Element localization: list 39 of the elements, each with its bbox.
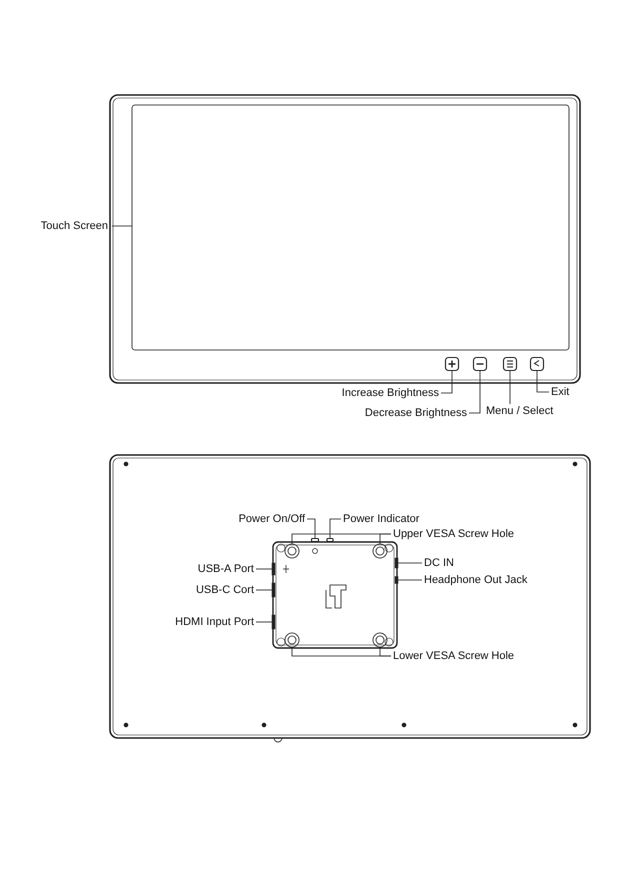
screw-hole bbox=[372, 632, 388, 648]
leader-line bbox=[398, 562, 422, 564]
leader-line bbox=[330, 518, 342, 539]
part-label: Exit bbox=[551, 386, 570, 398]
leader-line bbox=[380, 534, 392, 544]
screw-hole bbox=[372, 544, 388, 558]
part-label: HDMI Input Port bbox=[175, 616, 254, 628]
part-label: Power Indicator bbox=[343, 512, 420, 526]
part-label: USB-A Port bbox=[198, 562, 254, 576]
touch-screen bbox=[132, 104, 570, 350]
hdmi-port bbox=[272, 614, 276, 630]
part-label: Increase Brightness bbox=[342, 386, 439, 400]
part-label: Power On/Off bbox=[238, 512, 305, 526]
screw-hole bbox=[284, 544, 300, 558]
menu-button bbox=[502, 356, 518, 372]
power-button bbox=[310, 538, 320, 542]
part-label: Upper VESA Screw Hole bbox=[393, 528, 514, 540]
plus-button bbox=[444, 356, 460, 372]
audio-jack bbox=[394, 576, 398, 584]
usb-port bbox=[272, 582, 276, 598]
part-label: Decrease Brightness bbox=[364, 406, 467, 420]
indicator-light bbox=[326, 538, 334, 542]
part-label: Lower VESA Screw Hole bbox=[393, 650, 514, 662]
leader-line bbox=[440, 370, 452, 394]
screw-hole bbox=[284, 632, 300, 648]
part-label: USB-C Cort bbox=[196, 584, 254, 596]
minus-button bbox=[472, 356, 488, 372]
part-label: DC IN bbox=[424, 556, 454, 570]
leader-line bbox=[256, 568, 272, 570]
leader-line bbox=[306, 518, 316, 539]
leader-line bbox=[380, 646, 392, 656]
part-label: Headphone Out Jack bbox=[424, 574, 528, 586]
leader-line bbox=[468, 370, 480, 414]
leader-line bbox=[536, 370, 550, 392]
part-label: Menu / Select bbox=[486, 404, 554, 418]
part-label: Touch Screen bbox=[40, 220, 108, 232]
back-button bbox=[530, 356, 544, 372]
usb-port bbox=[272, 562, 276, 576]
power-jack bbox=[394, 558, 398, 568]
